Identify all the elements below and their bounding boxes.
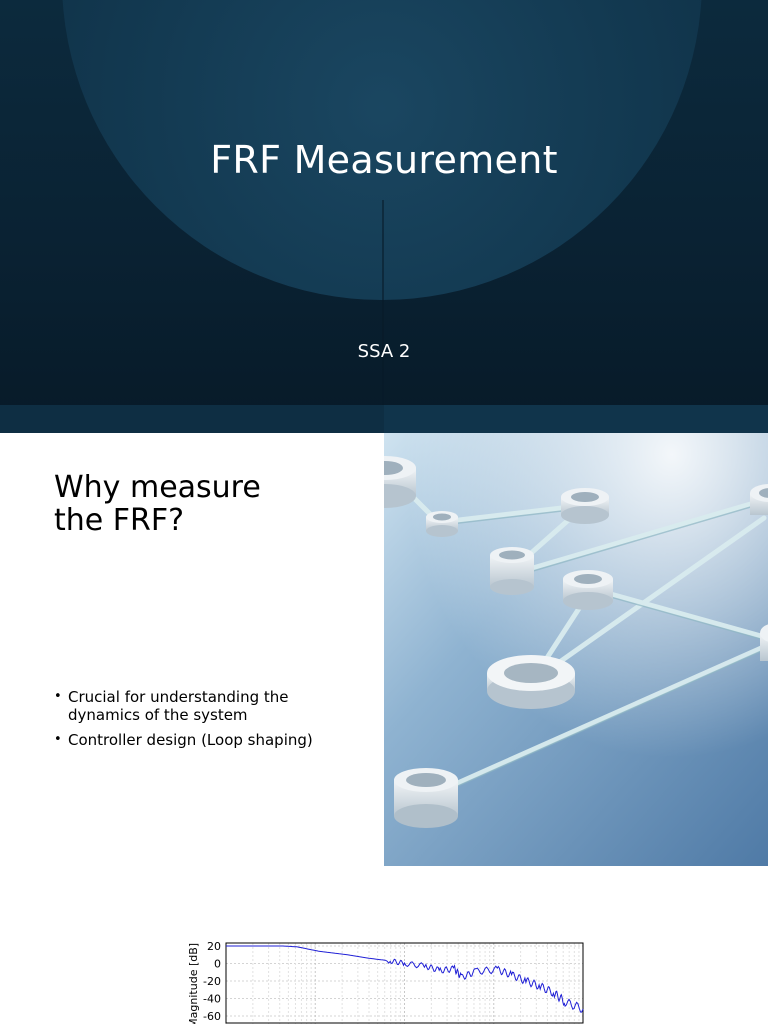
y-tick-labels: 20 0 -20 -40 -60 (203, 940, 221, 1023)
background-band-right (384, 405, 768, 433)
slide-heading-line2: the FRF? (54, 503, 185, 538)
bullet-list: Crucial for understanding the dynamics o… (54, 688, 354, 756)
plot-frame (225, 942, 584, 1024)
y-tick-label: -60 (203, 1010, 221, 1023)
magnitude-series-line (226, 945, 584, 1013)
slide-subtitle: SSA 2 (357, 341, 411, 362)
background-divider (382, 200, 384, 433)
y-tick-label: -40 (203, 993, 221, 1006)
y-axis-label: Magnitude [dB] (187, 943, 200, 1024)
bullet-item: Controller design (Loop shaping) (54, 731, 354, 749)
y-tick-label: -20 (203, 975, 221, 988)
slide-title: FRF Measurement (210, 138, 558, 182)
y-tick-label: 0 (214, 958, 221, 971)
y-tick-label: 20 (207, 940, 221, 953)
bode-plot-slide: 20 0 -20 -40 -60 Magnitude [dB] (0, 866, 768, 1024)
bullet-item: Crucial for understanding the dynamics o… (54, 688, 354, 724)
title-slide: FRF Measurement SSA 2 (0, 0, 768, 433)
slide-heading: Why measure the FRF? (54, 471, 354, 537)
network-nodes-picture (384, 433, 768, 866)
slide-heading-line1: Why measure (54, 470, 261, 505)
bode-magnitude-chart: 20 0 -20 -40 -60 Magnitude [dB] (187, 940, 584, 1024)
why-measure-slide: Why measure the FRF? Crucial for underst… (0, 433, 768, 866)
